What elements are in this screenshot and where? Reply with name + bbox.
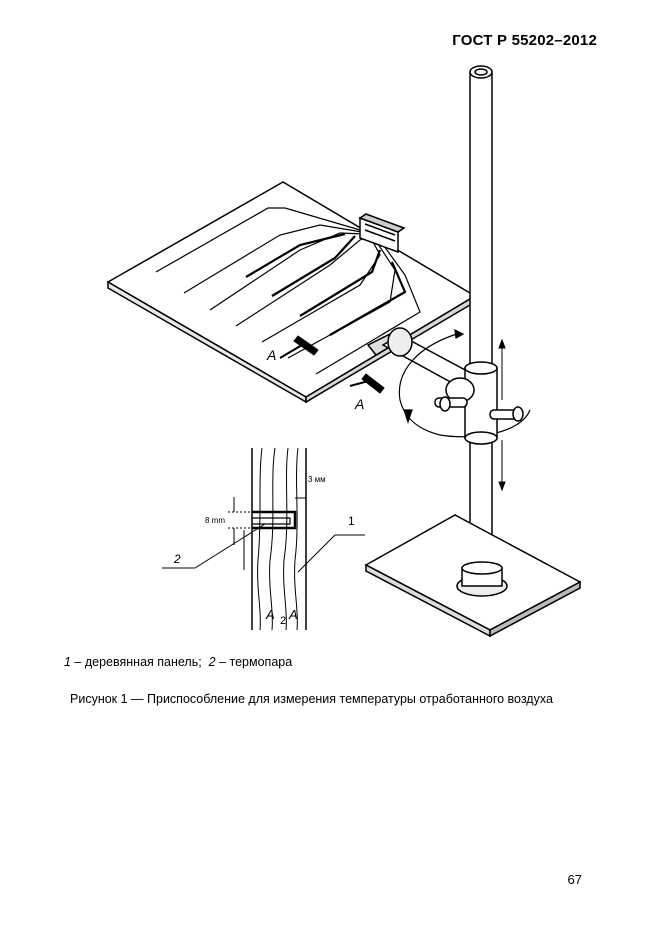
- dim-8mm: 8 mm: [205, 516, 225, 525]
- section-arrows: [279, 335, 385, 394]
- dim-3mm: 3 мм: [308, 475, 326, 484]
- figure-legend: 1 – деревянная панель; 2 – термопара: [64, 655, 292, 669]
- section-title-left: A: [265, 607, 275, 622]
- section-title-mid: 2: [280, 615, 286, 627]
- connector-block: [358, 213, 406, 254]
- callout-1: 1: [348, 514, 355, 528]
- section-detail: [162, 447, 365, 631]
- page-number: 67: [567, 872, 582, 887]
- section-label-a-top: A: [266, 347, 276, 363]
- legend-item1-num: 1: [64, 655, 71, 669]
- callout-2: 2: [173, 552, 181, 566]
- standard-id: ГОСТ Р 55202–2012: [452, 32, 597, 49]
- figure-apparatus: A A: [106, 65, 582, 638]
- section-label-a-bottom: A: [354, 396, 364, 412]
- legend-item2-text: – термопара: [215, 655, 293, 669]
- vertical-pole: [445, 65, 498, 573]
- thermocouple-wires: [155, 207, 421, 375]
- support-arm: [366, 327, 482, 391]
- vertical-motion-arrows: [498, 338, 506, 492]
- figure-caption: Рисунок 1 — Приспособление для измерения…: [70, 692, 553, 706]
- wooden-panel: [106, 181, 477, 404]
- section-title-right: A: [288, 607, 298, 622]
- base-plate: [364, 514, 582, 638]
- legend-item2-num: 2: [208, 655, 216, 669]
- clamp-knobs: [434, 396, 524, 422]
- legend-item1-text: – деревянная панель;: [70, 655, 202, 669]
